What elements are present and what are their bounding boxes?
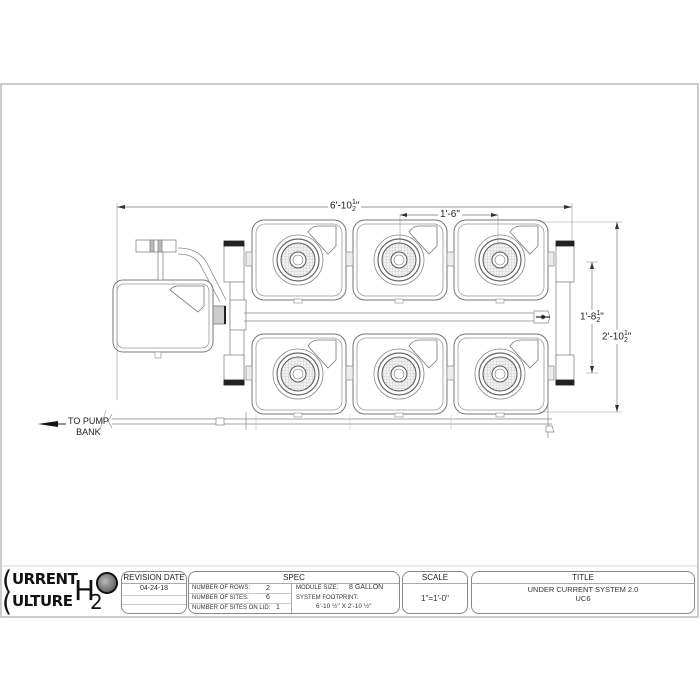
dimension-module-spacing-label: 1'-6"	[438, 209, 462, 220]
title-line1: UNDER CURRENT SYSTEM 2.0	[527, 585, 639, 594]
pump-bank-annotation: TO PUMP BANK	[68, 416, 109, 438]
spec-header: SPEC	[283, 573, 305, 582]
revision-header: REVISION DATE	[123, 573, 185, 582]
logo-word-culture: ULTURE	[12, 592, 73, 610]
spec-sites-label: NUMBER OF SITES:	[192, 595, 249, 601]
return-line	[244, 310, 551, 324]
spec-module-size-value: 8 GALLON	[349, 584, 384, 591]
spec-cell: SPEC NUMBER OF ROWS: 2 NUMBER OF SITES: …	[188, 571, 400, 614]
right-manifold	[555, 240, 575, 386]
annotation-line2: BANK	[76, 427, 101, 437]
spec-rows-label: NUMBER OF ROWS:	[192, 585, 250, 591]
title-line2: UC6	[575, 594, 591, 603]
spec-sites-value: 6	[266, 594, 270, 601]
scale-header: SCALE	[421, 573, 449, 582]
spec-sites-lid-value: 1	[276, 604, 280, 611]
revision-cell: REVISION DATE 04-24-18	[121, 571, 187, 614]
pump-bank-line	[99, 400, 555, 438]
spec-footprint-value: 6'-10 ½" X 2'-10 ½"	[316, 603, 372, 610]
logo-word-current: URRENT	[12, 570, 78, 588]
spec-footprint-label: SYSTEM FOOTPRINT:	[296, 595, 359, 601]
left-manifold	[223, 240, 247, 386]
spec-sites-lid-label: NUMBER OF SITES ON LID:	[192, 605, 271, 611]
sheet-border	[0, 83, 699, 618]
supply-pipe	[135, 239, 227, 303]
control-bucket	[112, 279, 226, 359]
spec-rows-value: 2	[266, 585, 270, 592]
scale-cell: SCALE 1"=1'-0"	[402, 571, 468, 614]
revision-date: 04-24-18	[139, 585, 169, 592]
logo-globe-icon	[96, 572, 118, 594]
scale-value: 1"=1'-0"	[421, 594, 449, 603]
spec-module-size-label: MODULE SIZE:	[296, 585, 339, 591]
module-row-bottom	[251, 333, 549, 418]
logo: ( URRENT ( ULTURE H 2	[2, 566, 118, 618]
arrow-left-icon	[38, 421, 58, 427]
dimension-overall-width	[540, 221, 622, 413]
annotation-line1: TO PUMP	[68, 416, 109, 426]
title-header: TITLE	[572, 573, 594, 582]
title-cell: TITLE UNDER CURRENT SYSTEM 2.0 UC6	[471, 571, 695, 614]
